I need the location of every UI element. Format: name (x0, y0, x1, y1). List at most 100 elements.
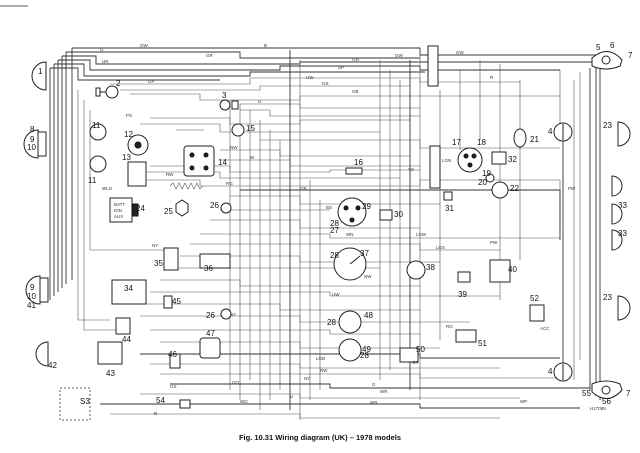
bulb-26b (220, 308, 232, 320)
label-43: 43 (106, 369, 115, 378)
lamp-33b (611, 203, 623, 225)
wire-code: B (264, 43, 267, 48)
wire-code: UW (332, 292, 340, 297)
label-2: 2 (116, 79, 121, 88)
horn-11a (89, 123, 107, 141)
lamp-23-bottom (617, 295, 631, 321)
wire-code: RW (320, 368, 328, 373)
headlamp-42 (35, 341, 49, 367)
optional-53 (59, 387, 91, 421)
label-7b: 7 (626, 389, 631, 398)
wire-code: LGW (416, 232, 427, 237)
gauge-49 (338, 338, 362, 362)
label-55: 55 (582, 389, 591, 398)
unit-47 (199, 337, 221, 359)
label-52: 52 (530, 294, 539, 303)
switch-25 (175, 199, 189, 217)
label-54: 54 (156, 396, 165, 405)
sensor-3 (219, 99, 231, 111)
label-45: 45 (172, 297, 181, 306)
wire-code: WN (346, 232, 354, 237)
figure-caption: Fig. 10.31 Wiring diagram (UK) – 1978 mo… (238, 433, 402, 442)
wire-code-labels: GW G GR GW GN GW B PS UR SP UW GS GP G G… (100, 43, 576, 416)
label-3: 3 (222, 91, 227, 100)
wire-code: NW (364, 274, 372, 279)
label-34: 34 (124, 284, 133, 293)
component-labels: 1 2 3 4 4 5 6 7 7 8 9 9 10 10 11 11 12 1… (27, 41, 633, 406)
wire-code: GR (206, 53, 214, 58)
label-37: 37 (360, 249, 369, 258)
label-14: 14 (218, 158, 227, 167)
wire-code: RW (166, 172, 174, 177)
label-17: 17 (452, 138, 461, 147)
wire-code: GS (170, 384, 177, 389)
motor-43 (97, 341, 123, 365)
label-22: 22 (510, 184, 519, 193)
label-15: 15 (246, 124, 255, 133)
wire-code: LGB (316, 356, 325, 361)
label-11b: 11 (88, 176, 97, 185)
label-28a: 28 (330, 219, 339, 228)
unit-30 (379, 209, 393, 221)
label-50: 50 (416, 345, 425, 354)
switch-54 (179, 399, 191, 409)
wire-code: R (490, 75, 494, 80)
wire-code: GN (352, 57, 359, 62)
label-30: 30 (394, 210, 403, 219)
label-36: 36 (204, 264, 213, 273)
wire-code: GW (395, 53, 404, 58)
label-44: 44 (122, 335, 131, 344)
reference-code: H17089 (590, 406, 606, 411)
wire-code: ACC (540, 326, 550, 331)
label-35: 35 (154, 259, 163, 268)
label-21: 21 (530, 135, 539, 144)
wire-code: AUX (114, 214, 123, 219)
wire-code: NW (230, 145, 238, 150)
label-41: 41 (27, 301, 36, 310)
wire-code: NY (304, 376, 310, 381)
wire-code: WG (240, 399, 248, 404)
gauge-21 (513, 128, 527, 148)
wire-code: PW (568, 186, 576, 191)
gauge-22 (491, 181, 509, 199)
gauge-48 (338, 310, 362, 334)
label-31: 31 (445, 204, 454, 213)
label-33b: 33 (618, 229, 627, 238)
ignition-coil (127, 161, 147, 187)
wire-code: W (250, 155, 255, 160)
ignition-switch (337, 197, 367, 227)
wire-code: RG (226, 181, 233, 186)
wire-code: WLG (102, 186, 113, 191)
switch-15 (231, 123, 245, 137)
label-5: 5 (596, 43, 601, 52)
unit-51 (455, 329, 477, 343)
wire-code: LGN (442, 158, 451, 163)
label-26a: 26 (210, 201, 219, 210)
bulb-26a (220, 202, 232, 214)
unit-40 (489, 259, 511, 283)
unit-34 (111, 279, 147, 305)
wire-code: NY (230, 312, 236, 317)
switch-39 (457, 271, 471, 283)
wire-code: GS (322, 81, 329, 86)
label-12: 12 (124, 130, 133, 139)
switch-45 (163, 295, 173, 309)
label-23b: 23 (603, 293, 612, 302)
wire-code: GO (232, 380, 240, 385)
wire-code: GW (140, 43, 149, 48)
label-28b: 28 (330, 251, 339, 260)
components (23, 45, 631, 421)
label-13: 13 (122, 153, 131, 162)
wire-code: WB (370, 400, 377, 405)
label-10b: 10 (27, 292, 36, 301)
fuse-relay-14 (183, 145, 215, 177)
wire-code: WP (520, 399, 527, 404)
label-11a: 11 (92, 121, 101, 130)
label-25: 25 (164, 207, 173, 216)
wire-code: GB (300, 186, 307, 191)
label-53: S3 (80, 397, 90, 406)
label-10a: 10 (27, 143, 36, 152)
front-lamp-cluster-left-bottom (25, 275, 41, 305)
fuse-16 (345, 167, 363, 175)
